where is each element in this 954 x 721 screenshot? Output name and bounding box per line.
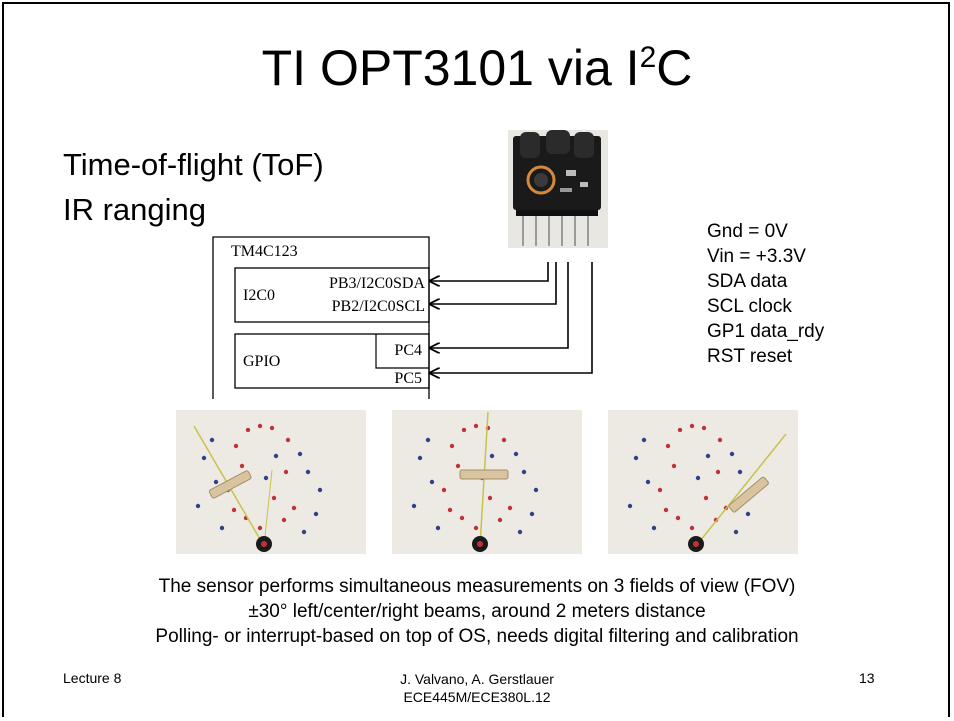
wiring-diagram: TM4C123 I2C0 PB3/I2C0SDA PB2/I2C0SCL GPI… [212,236,593,399]
i2c-block [234,267,430,323]
title-main: TI OPT3101 via I [261,40,640,96]
gp1-wire [430,262,569,348]
gpio-block-label: GPIO [243,353,280,370]
description-text: The sensor performs simultaneous measure… [0,574,954,649]
footer-authors-line: J. Valvano, A. Gerstlauer [400,671,554,687]
slide-subtitle: Time-of-flight (ToF) IR ranging [63,142,324,232]
title-superscript: 2 [639,41,657,74]
title-end: C [656,40,693,96]
sensor-board-photo [508,130,608,248]
pin-label: GP1 data_rdy [707,321,825,342]
sda-pin-label: PB3/I2C0SDA [329,275,425,292]
rst-wire [430,262,593,373]
subtitle-line: IR ranging [63,192,207,227]
description-line: The sensor performs simultaneous measure… [158,576,796,597]
description-line: ±30° left/center/right beams, around 2 m… [248,601,706,622]
gpio-block [234,333,430,389]
pin-label: Gnd = 0V [707,221,788,242]
subtitle-line: Time-of-flight (ToF) [63,147,324,182]
slide-title: TI OPT3101 via I2C [0,38,954,98]
page-number: 13 [859,670,875,686]
pin-label: SCL clock [707,296,792,317]
pc5-pin-label: PC5 [394,370,422,387]
sda-wire [430,262,549,281]
footer-authors: J. Valvano, A. Gerstlauer ECE445M/ECE380… [327,670,627,706]
scl-wire [430,262,557,304]
mcu-label: TM4C123 [231,243,298,260]
pin-label: Vin = +3.3V [707,246,806,267]
description-line: Polling- or interrupt-based on top of OS… [155,626,799,647]
scl-pin-label: PB2/I2C0SCL [332,298,425,315]
i2c-block-label: I2C0 [243,287,275,304]
right-beam-photo [608,410,798,554]
footer-lecture: Lecture 8 [63,670,122,686]
center-beam-photo [392,410,582,554]
pin-label: SDA data [707,271,788,292]
pc4-pin-label: PC4 [394,342,422,359]
footer-course-line: ECE445M/ECE380L.12 [403,689,551,705]
left-beam-photo [176,410,366,554]
pin-legend: Gnd = 0V Vin = +3.3V SDA data SCL clock … [707,219,824,369]
pin-label: RST reset [707,346,793,367]
